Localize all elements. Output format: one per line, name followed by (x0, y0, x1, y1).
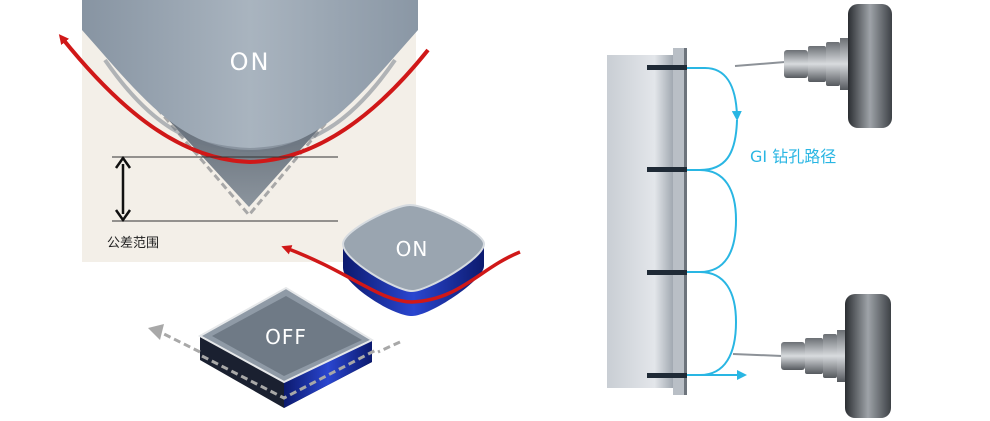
off-block: OFF (148, 286, 401, 408)
drilling-path-label: GI 钻孔路径 (750, 147, 836, 166)
workpiece-plate (607, 48, 687, 395)
tolerance-range-marker: 公差范围 (107, 155, 338, 251)
drill-spindle-top (734, 4, 892, 128)
drilling-path-cyan: GI 钻孔路径 (687, 67, 836, 380)
on-toolpath-red (58, 34, 430, 165)
hole-1 (647, 65, 687, 70)
on-small-label: ON (396, 237, 429, 261)
hole-4 (647, 373, 687, 378)
drill-spindle-bottom (732, 294, 891, 418)
off-arrow-head (148, 324, 164, 340)
on-cone-large: ON (82, 0, 418, 153)
hole-3 (647, 270, 687, 275)
tolerance-label: 公差范围 (107, 236, 159, 251)
on-large-label: ON (230, 48, 271, 76)
drilled-holes (647, 65, 687, 378)
off-label: OFF (265, 325, 307, 349)
on-block-small: ON (281, 203, 521, 316)
hole-2 (647, 167, 687, 172)
